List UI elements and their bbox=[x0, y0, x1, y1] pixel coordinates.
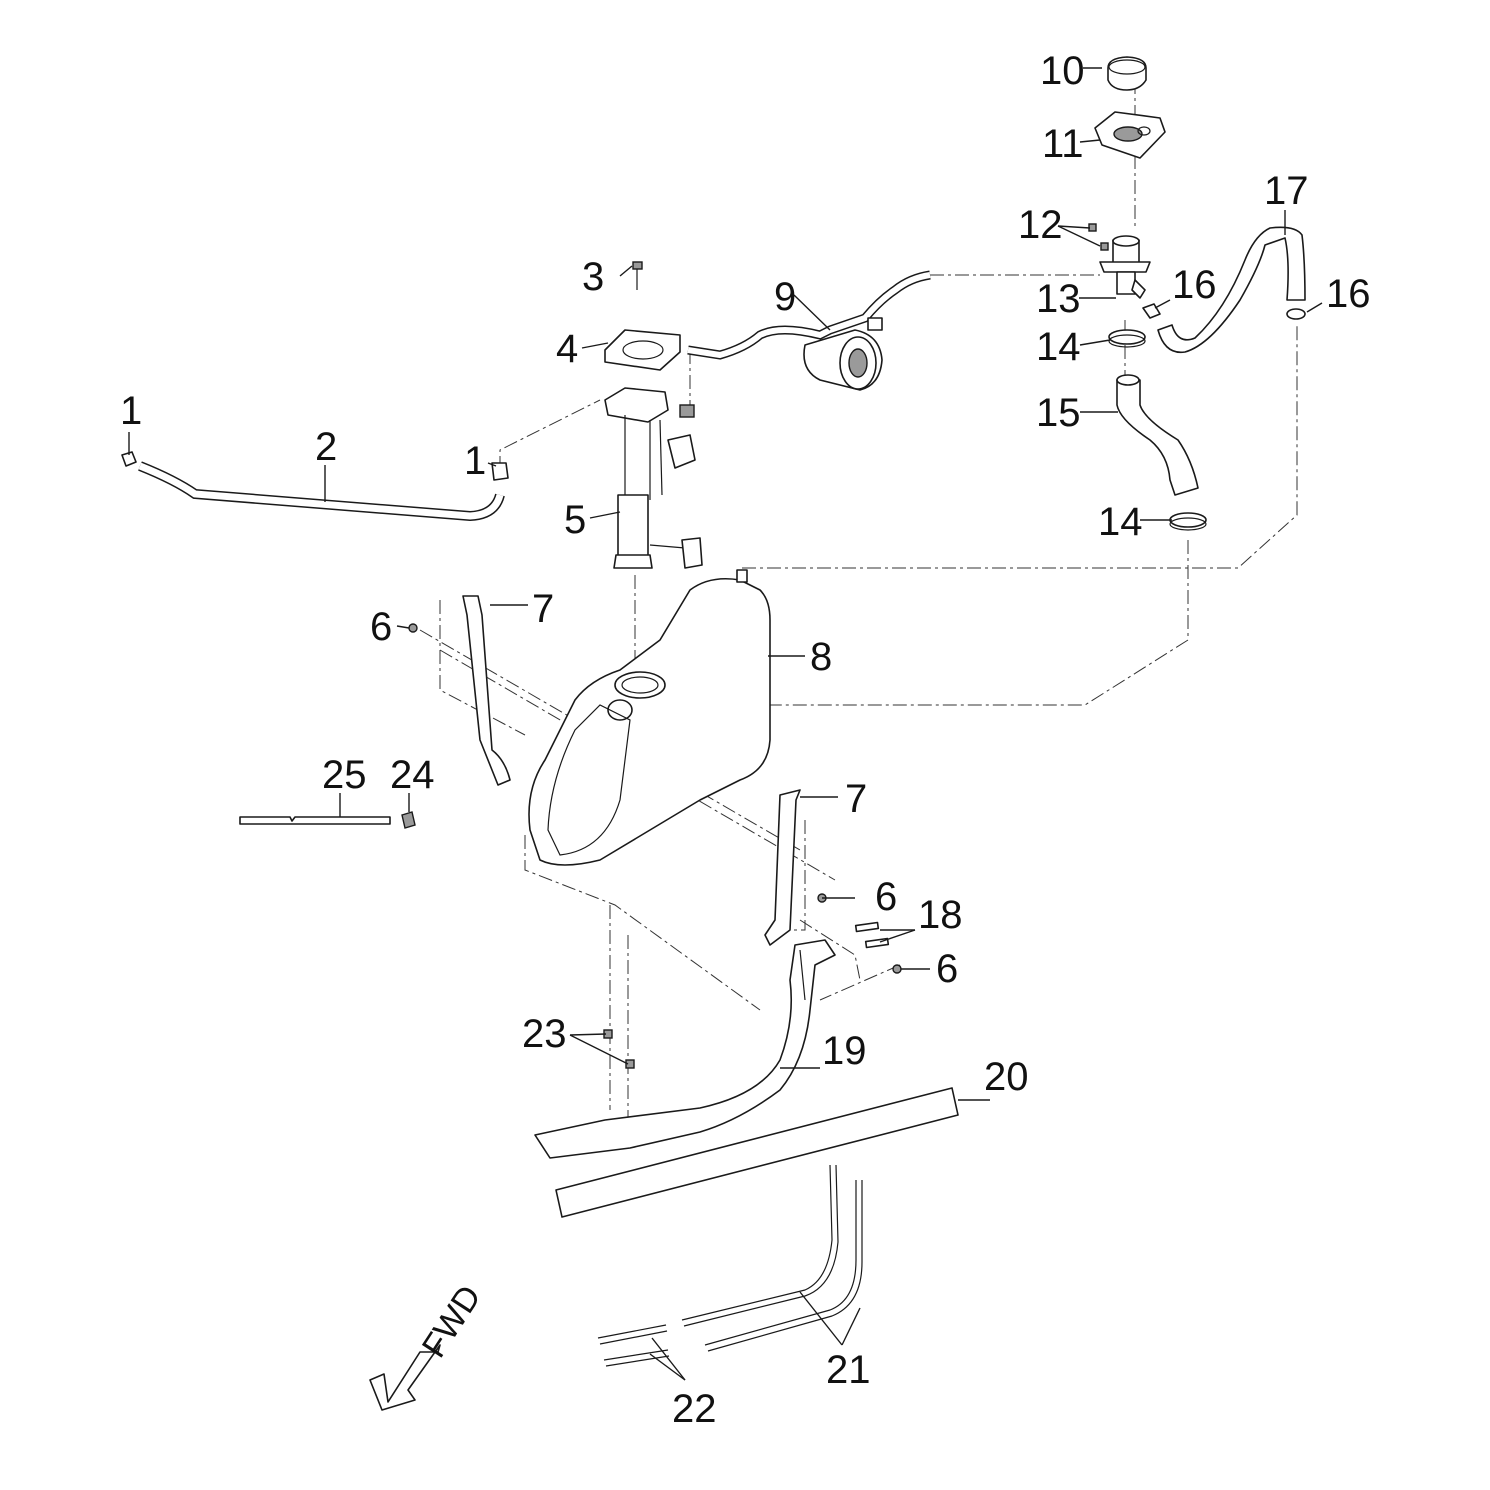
callout-13: 13 bbox=[1036, 277, 1081, 321]
callout-6-middle: 6 bbox=[875, 875, 897, 919]
callout-labels: 1 1 2 3 4 5 6 6 6 7 7 8 9 10 11 12 13 14… bbox=[120, 49, 1371, 1431]
callout-7-lower: 7 bbox=[845, 777, 867, 821]
callout-1-right: 1 bbox=[464, 439, 486, 483]
callout-2: 2 bbox=[315, 425, 337, 469]
callout-23: 23 bbox=[522, 1012, 567, 1056]
fuel-line bbox=[138, 461, 505, 522]
callout-18: 18 bbox=[918, 893, 963, 937]
tape-strip-25 bbox=[239, 816, 391, 825]
screw-3 bbox=[632, 261, 643, 290]
callout-16-left: 16 bbox=[1172, 263, 1217, 307]
callout-4: 4 bbox=[556, 327, 578, 371]
trim-strip-21 bbox=[681, 1164, 863, 1352]
forward-direction-label: FWD bbox=[415, 1279, 489, 1365]
hose-clamp-lower bbox=[1169, 512, 1207, 531]
pump-gasket bbox=[604, 329, 681, 371]
tank-support-bracket bbox=[534, 939, 836, 1159]
spacers-18 bbox=[854, 921, 890, 949]
evap-canister bbox=[687, 270, 931, 391]
screws-12 bbox=[1088, 223, 1109, 251]
callout-6-lower: 6 bbox=[936, 947, 958, 991]
callout-6-upper: 6 bbox=[370, 605, 392, 649]
hose-clamp-upper bbox=[1108, 329, 1146, 348]
callout-15: 15 bbox=[1036, 391, 1081, 435]
trim-strip-22 bbox=[597, 1324, 670, 1367]
filler-hose bbox=[1116, 374, 1199, 496]
callout-20: 20 bbox=[984, 1055, 1029, 1099]
fuel-tank bbox=[528, 569, 771, 866]
vent-clamp-right bbox=[1286, 308, 1306, 320]
fitting-1-right bbox=[491, 462, 509, 481]
callout-17: 17 bbox=[1264, 169, 1309, 213]
forward-arrow bbox=[369, 1344, 441, 1411]
callout-3: 3 bbox=[582, 255, 604, 299]
callout-14-lower: 14 bbox=[1098, 500, 1143, 544]
callout-9: 9 bbox=[774, 275, 796, 319]
callout-21: 21 bbox=[826, 1348, 871, 1392]
clip-24 bbox=[401, 811, 416, 829]
callout-8: 8 bbox=[810, 635, 832, 679]
fuel-cap bbox=[1107, 56, 1147, 91]
callout-7-upper: 7 bbox=[532, 587, 554, 631]
callout-11: 11 bbox=[1042, 122, 1084, 166]
tank-pad bbox=[555, 1087, 959, 1218]
callout-25: 25 bbox=[322, 753, 367, 797]
tank-strap-right bbox=[764, 789, 801, 946]
callout-19: 19 bbox=[822, 1029, 867, 1073]
callout-10: 10 bbox=[1040, 49, 1085, 93]
bolt-6-upper bbox=[408, 623, 418, 633]
tank-strap-left bbox=[462, 595, 511, 786]
leader-lines bbox=[128, 67, 1323, 1381]
pins-23 bbox=[603, 1029, 635, 1069]
callout-16-right: 16 bbox=[1326, 272, 1371, 316]
callout-1-left: 1 bbox=[120, 389, 142, 433]
bolt-6-lower bbox=[892, 964, 902, 974]
vent-hose bbox=[1157, 226, 1306, 354]
filler-neck bbox=[1099, 235, 1151, 299]
callout-22: 22 bbox=[672, 1387, 717, 1431]
callout-5: 5 bbox=[564, 498, 586, 542]
callout-24: 24 bbox=[390, 753, 435, 797]
callout-12: 12 bbox=[1018, 203, 1063, 247]
filler-bezel bbox=[1094, 111, 1166, 159]
fuel-pump-assembly bbox=[604, 387, 703, 569]
callout-14-upper: 14 bbox=[1036, 325, 1081, 369]
